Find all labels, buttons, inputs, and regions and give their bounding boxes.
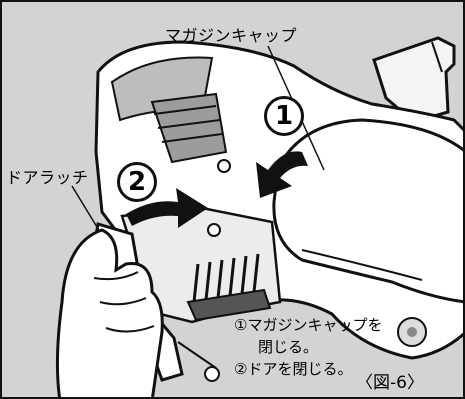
step-1-text: ①マガジンキャップを [234, 316, 383, 334]
step-1-text-continued: 閉じる。 [258, 338, 319, 356]
arrow-2 [126, 188, 208, 228]
callout-1: 1 [264, 96, 304, 136]
magazine-cap-label: マガジンキャップ [165, 26, 298, 45]
arrow-1 [256, 151, 308, 198]
callout-2: 2 [117, 162, 157, 202]
hand [55, 228, 164, 397]
tool-rear-handle [372, 36, 456, 124]
instruction-steps: ①マガジンキャップを 閉じる。 ②ドアを閉じる。 [234, 314, 382, 380]
step-2-text: ②ドアを閉じる。 [234, 360, 353, 378]
figure-number: 〈図-6〉 [356, 373, 424, 393]
door-latch-label: ドアラッチ [6, 168, 89, 187]
